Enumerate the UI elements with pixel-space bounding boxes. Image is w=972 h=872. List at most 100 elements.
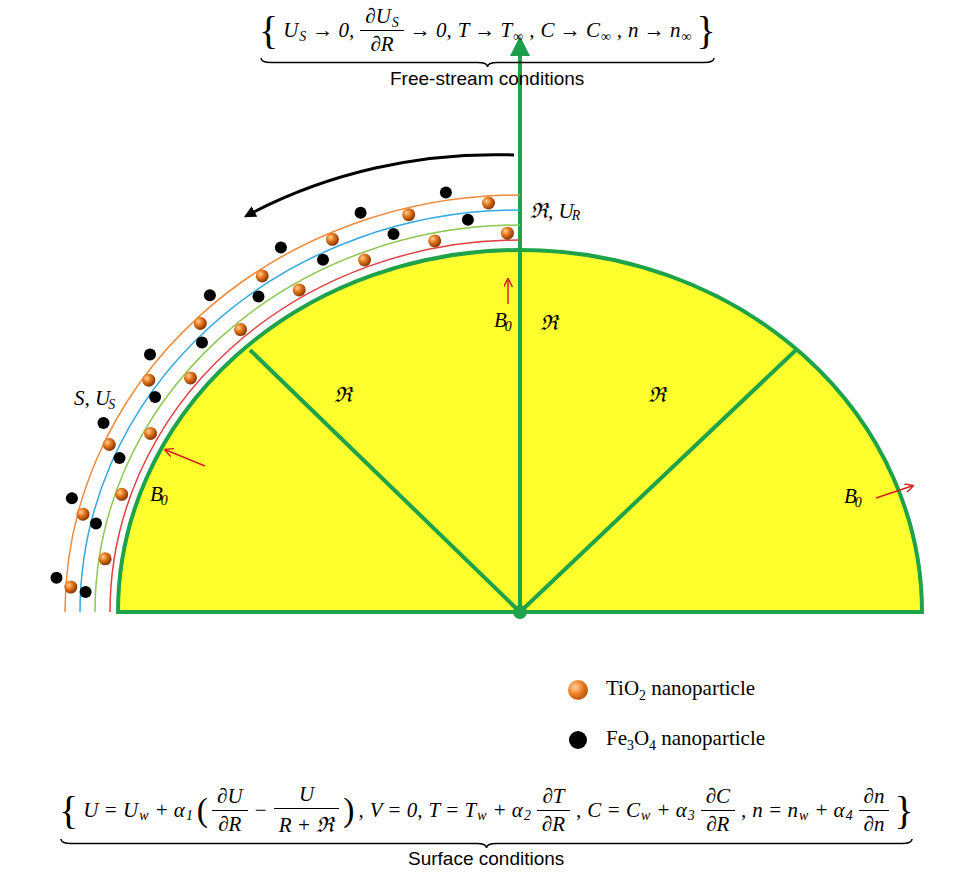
formula-term: → 0, — [312, 18, 354, 43]
symbol: S, U — [74, 386, 110, 411]
formula-term: ∂T — [542, 784, 564, 809]
formula-term: → 0, — [410, 18, 452, 43]
subscript: 2 — [524, 808, 531, 824]
fraction: ∂US∂R — [360, 4, 403, 57]
tio2-particle — [326, 233, 339, 246]
legend-text: Fe3O4 nanoparticle — [606, 726, 765, 754]
fraction-bar — [360, 30, 403, 31]
tio2-particle — [501, 227, 514, 240]
formula-term: + α — [656, 798, 686, 823]
fraction-bar — [701, 810, 735, 811]
fe3o4-particle — [90, 518, 102, 530]
legend-swatch — [569, 731, 587, 749]
flow-arc — [80, 210, 520, 612]
formula-term: , — [529, 18, 534, 43]
formula-term: C → C — [540, 18, 600, 43]
surface-formula: {U = Uw+ α1(∂U∂R−UR + ℜ),V = 0,T = Tw+ α… — [57, 782, 916, 838]
fe3o4-particle — [80, 586, 92, 598]
condition-caption: Free-stream conditions — [390, 68, 584, 90]
subscript: 0 — [505, 319, 512, 335]
tio2-particle — [358, 254, 371, 267]
fe3o4-particle — [196, 337, 208, 349]
subscript: 0 — [855, 495, 862, 511]
formula-term: C = C — [587, 798, 640, 823]
legend-text: TiO2 nanoparticle — [606, 676, 755, 704]
formula-term: R + ℜ — [279, 810, 335, 838]
formula-term: + α — [814, 798, 844, 823]
formula-term: ∂R — [370, 32, 393, 57]
fraction-bar — [537, 810, 570, 811]
flow-arc — [65, 195, 520, 612]
tio2-particle — [142, 374, 155, 387]
subscript: 1 — [186, 808, 193, 824]
brace: { — [59, 787, 78, 834]
formula-term: , — [358, 798, 363, 823]
radius-label: ℜ — [334, 380, 352, 408]
symbol: ℜ — [540, 308, 558, 336]
subscript: w — [799, 808, 808, 824]
formula-term: ∂U — [217, 784, 243, 809]
tio2-particle — [115, 488, 128, 501]
subscript: S — [299, 29, 306, 45]
fe3o4-particle — [462, 214, 474, 226]
radial-coordinate-label: ℜ, UR — [530, 196, 583, 224]
fe3o4-particle — [204, 289, 216, 301]
fraction: ∂T ∂R — [537, 784, 570, 837]
tio2-particle — [194, 317, 207, 330]
fraction-bar — [274, 808, 340, 809]
brace: } — [894, 787, 913, 834]
formula-term: T → T — [458, 18, 512, 43]
subscript: S — [392, 15, 399, 31]
magnetic-field-label: B0 — [150, 482, 171, 507]
fe3o4-particle — [355, 207, 367, 219]
underbrace — [61, 839, 912, 848]
fraction: ∂n∂n — [859, 784, 890, 837]
tio2-particle — [256, 269, 269, 282]
condition-caption: Surface conditions — [408, 848, 564, 870]
subscript: w — [139, 808, 148, 824]
fe3o4-particle — [275, 242, 287, 254]
radius-line — [250, 350, 520, 612]
fraction-bar — [859, 810, 890, 811]
formula-term: ∂n — [864, 812, 885, 837]
flow-arc — [95, 225, 520, 612]
radius-label: ℜ — [540, 308, 558, 336]
radius-line — [520, 350, 796, 612]
fe3o4-particle — [253, 290, 265, 302]
formula-term: ∂R — [706, 812, 729, 837]
magnetic-field-label: B0 — [494, 308, 515, 333]
formula-term: , — [576, 798, 581, 823]
formula-term: , — [741, 798, 746, 823]
symbol: ℜ — [648, 380, 666, 408]
formula-term: ∂C — [706, 784, 730, 809]
rotation-arrow — [246, 155, 514, 216]
formula-term: ∂R — [542, 812, 565, 837]
subscript: 3 — [688, 808, 695, 824]
formula-term: n → n — [628, 18, 681, 43]
formula-term: ∂U — [365, 4, 391, 29]
center-dot — [513, 605, 527, 619]
formula-term: U — [283, 18, 298, 43]
fe3o4-particle — [440, 186, 452, 198]
legend-swatch — [568, 680, 588, 700]
fe3o4-particle — [149, 391, 161, 403]
tio2-particle — [103, 438, 116, 451]
brace: } — [696, 7, 715, 54]
tio2-particle — [99, 552, 112, 565]
fraction: ∂C ∂R — [701, 784, 735, 837]
brace: { — [259, 7, 278, 54]
formula-term: U — [299, 782, 314, 807]
tio2-particle — [77, 508, 90, 521]
tangential-coordinate-label: S, US — [74, 386, 118, 411]
fe3o4-particle — [144, 349, 156, 361]
fraction-bar — [212, 810, 248, 811]
tio2-particle — [482, 197, 495, 210]
field-arrow — [876, 486, 912, 498]
subscript: w — [477, 808, 486, 824]
tio2-particle — [234, 323, 247, 336]
fe3o4-particle — [114, 452, 126, 464]
field-arrow — [166, 450, 205, 466]
subscript: 4 — [846, 808, 853, 824]
